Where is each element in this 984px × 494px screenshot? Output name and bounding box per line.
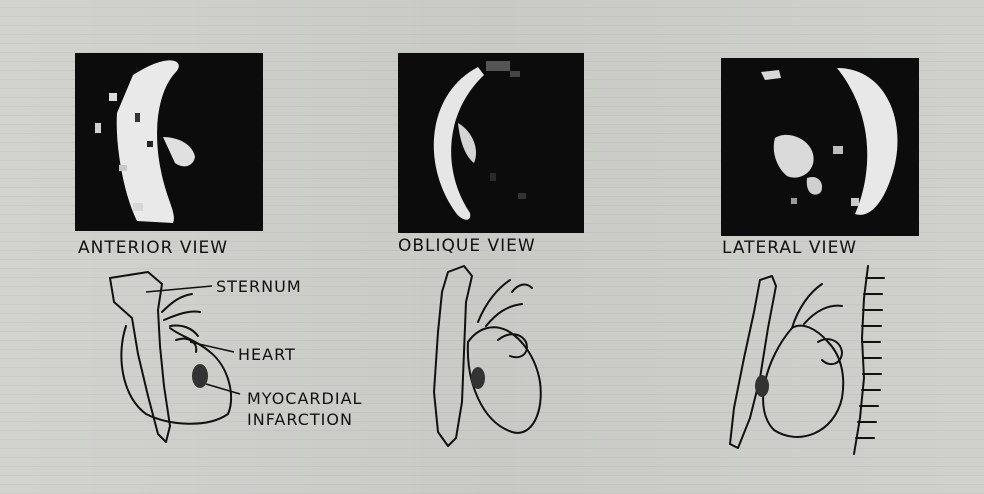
myocardial-infarction-label-line1: MYOCARDIAL <box>247 389 362 409</box>
lateral-view-caption: LATERAL VIEW <box>722 238 857 258</box>
heart-label: HEART <box>238 345 296 365</box>
oblique-scan-image <box>398 53 584 233</box>
oblique-anatomy-drawing <box>426 262 566 452</box>
oblique-view-caption: OBLIQUE VIEW <box>398 236 536 256</box>
lateral-anatomy-drawing <box>718 258 908 458</box>
anterior-scan-image <box>75 53 263 231</box>
infarction-area <box>471 367 485 389</box>
label-leader-lines <box>140 280 250 400</box>
anterior-view-caption: ANTERIOR VIEW <box>78 238 228 258</box>
sternum-label: STERNUM <box>216 277 302 297</box>
myocardial-infarction-label-line2: INFARCTION <box>247 410 353 430</box>
sternum-outline <box>434 266 472 446</box>
infarction-area <box>755 375 769 397</box>
lateral-scan-image <box>721 58 919 236</box>
